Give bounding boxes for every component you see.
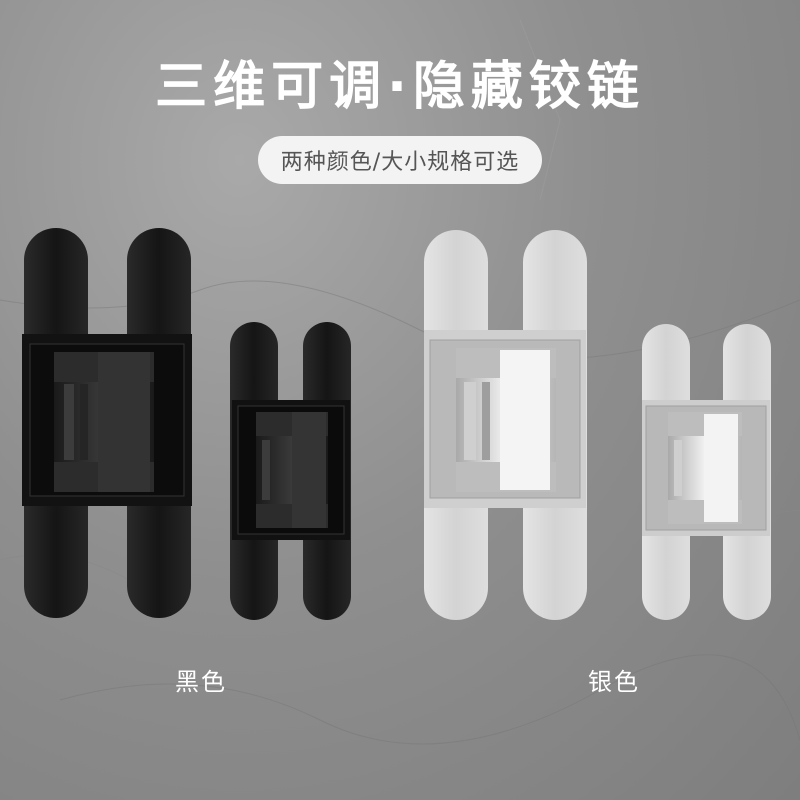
subtitle-pill: 两种颜色/大小规格可选 (258, 136, 542, 184)
label-black: 黑色 (175, 668, 227, 696)
page-title: 三维可调·隐藏铰链 (155, 57, 645, 117)
subtitle-text: 两种颜色/大小规格可选 (280, 150, 520, 175)
label-silver: 银色 (588, 668, 640, 696)
silver-hinge-small (642, 324, 771, 620)
black-hinge-small (230, 322, 351, 620)
silver-hinge-large (424, 230, 587, 620)
black-hinge-large (22, 228, 192, 618)
